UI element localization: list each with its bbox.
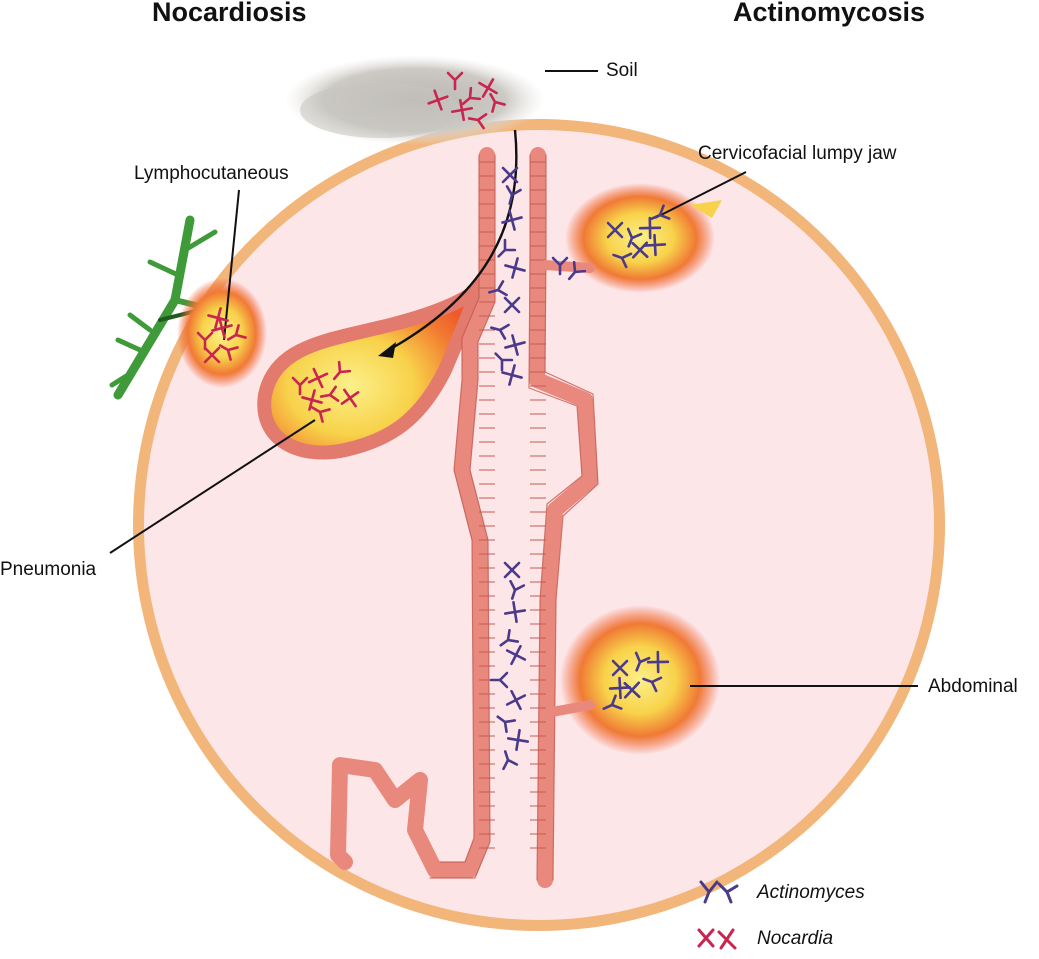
actinomyces-glyph xyxy=(642,676,663,693)
nocardia-glyph xyxy=(646,650,670,674)
actinomyces-glyph xyxy=(650,204,671,220)
actinomyces-glyph xyxy=(509,579,526,600)
organisms xyxy=(196,71,671,771)
nocardia-glyph xyxy=(503,296,521,314)
legend-nocardia-icon xyxy=(697,928,737,950)
label-soil: Soil xyxy=(606,60,638,81)
actinomyces-glyph xyxy=(496,715,517,734)
actinomyces-glyph xyxy=(226,324,247,341)
legend-actinomyces-label: Actinomyces xyxy=(757,882,865,903)
nocardia-glyph xyxy=(203,346,221,364)
actinomyces-glyph xyxy=(634,651,651,672)
actinomyces-glyph xyxy=(332,360,352,381)
legend-actinomyces-icon xyxy=(699,880,739,904)
actinomyces-glyph xyxy=(602,694,623,710)
actinomyces-glyph xyxy=(490,323,510,340)
nocardia-glyph xyxy=(623,681,641,699)
fistula-tracts xyxy=(540,260,595,717)
nocardia-glyph xyxy=(503,561,521,579)
actinomyces-glyph xyxy=(319,385,340,402)
actinomyces-glyph xyxy=(291,376,309,396)
nocardia-glyph xyxy=(307,367,329,389)
nocardia-glyph xyxy=(608,676,632,700)
leader-lines xyxy=(109,70,918,687)
nocardia-glyph xyxy=(427,89,449,111)
actinomyces-glyph xyxy=(494,352,514,372)
actinomyces-glyph xyxy=(551,256,569,276)
actinomyces-glyph xyxy=(612,252,633,269)
actinomyces-glyph xyxy=(446,71,464,91)
nocardia-glyph xyxy=(503,600,527,624)
soil-cloud xyxy=(285,55,545,145)
heading-actinomycosis: Actinomycosis xyxy=(733,0,926,27)
actinomyces-glyph xyxy=(499,628,520,647)
nocardia-glyph xyxy=(450,98,474,122)
cervicofacial-lesion xyxy=(565,183,722,293)
epithelial-cells xyxy=(479,161,546,849)
actinomyces-glyph xyxy=(502,750,519,771)
body-circle xyxy=(133,119,945,931)
actinomyces-glyph xyxy=(310,406,331,423)
nocardia-glyph xyxy=(643,233,667,257)
label-abdominal: Abdominal xyxy=(928,676,1018,697)
nocardia-glyph xyxy=(505,644,527,666)
legend-nocardia-label: Nocardia xyxy=(757,928,834,949)
nocardia-glyph xyxy=(501,166,519,184)
label-cervicofacial: Cervicofacial lumpy jaw xyxy=(698,143,897,164)
nocardia-glyph xyxy=(506,728,530,752)
actinomyces-glyph xyxy=(505,185,522,205)
nocardia-glyph xyxy=(301,389,323,411)
actinomyces-glyph xyxy=(567,260,587,281)
actinomyces-glyph xyxy=(497,238,517,258)
nocardia-glyph xyxy=(207,307,229,329)
nocardia-glyph xyxy=(501,209,523,231)
actinomyces-glyph xyxy=(461,86,482,106)
abdominal-lesion xyxy=(560,605,720,755)
nocardia-glyph xyxy=(504,257,526,279)
heading-nocardiosis: Nocardiosis xyxy=(152,0,307,27)
nocardia-glyph xyxy=(478,78,498,98)
nocardia-glyph xyxy=(638,216,662,240)
label-pneumonia: Pneumonia xyxy=(0,559,97,580)
nocardia-glyph xyxy=(340,388,360,408)
gut-tube xyxy=(330,147,598,888)
nocardia-glyph xyxy=(211,317,233,339)
nocardia-glyph xyxy=(611,659,629,677)
nocardia-glyph xyxy=(606,221,624,239)
nocardia-glyph xyxy=(504,334,526,356)
nocardia-glyph xyxy=(501,364,523,386)
label-lymphocutaneous: Lymphocutaneous xyxy=(134,163,289,184)
actinomyces-glyph xyxy=(626,227,643,248)
actinomyces-glyph xyxy=(489,92,506,113)
actinomyces-glyph xyxy=(488,280,508,297)
actinomyces-glyph xyxy=(467,113,488,130)
actinomyces-glyph xyxy=(218,344,239,361)
actinomyces-glyph xyxy=(489,671,509,689)
nocardia-glyph xyxy=(505,689,527,711)
